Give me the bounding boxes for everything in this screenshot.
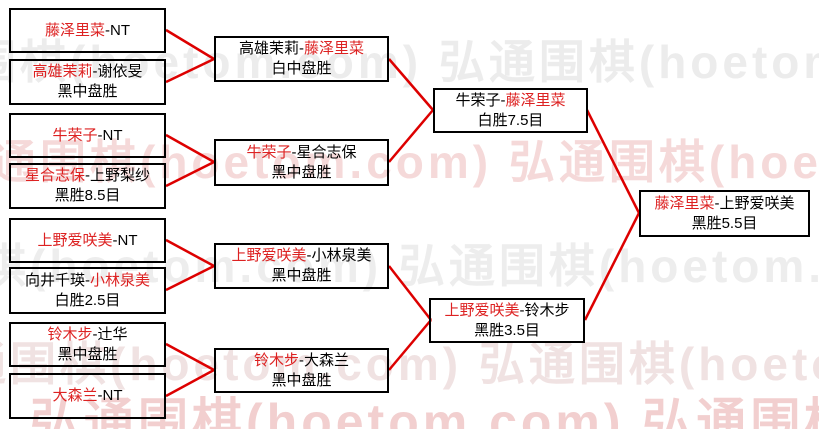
match-players: 上野爱咲美-NT bbox=[37, 231, 137, 251]
watermark-text: 弘通围棋(hoetom.com) 弘通围棋(hoetom.com) bbox=[0, 240, 819, 292]
match-box-semifinal-1: 牛荣子-藤泽里菜 白胜7.5目 bbox=[433, 88, 588, 133]
player2-name: 上野爱咲美 bbox=[719, 194, 795, 212]
watermark-text: 弘通围棋(hoetom.com) 弘通围棋(hoetom.com) bbox=[0, 36, 819, 88]
match-result: 黑中盘胜 bbox=[271, 371, 332, 389]
match-players: 牛荣子-星合志保 bbox=[246, 143, 356, 163]
match-result: 黑中盘胜 bbox=[57, 345, 118, 363]
match-players: 牛荣子-藤泽里菜 bbox=[455, 91, 565, 111]
match-box-round1-7: 铃木步-辻华 黑中盘胜 bbox=[9, 322, 166, 367]
match-result: 黑胜5.5目 bbox=[691, 214, 758, 232]
match-result: 白中盘胜 bbox=[271, 60, 332, 77]
player1-name: 星合志保 bbox=[24, 167, 85, 184]
match-box-final: 藤泽里菜-上野爱咲美 黑胜5.5目 bbox=[639, 190, 810, 237]
player1-name: 藤泽里菜 bbox=[44, 21, 105, 39]
vs-separator: - bbox=[714, 194, 720, 212]
match-players: 藤泽里菜-上野爱咲美 bbox=[654, 194, 794, 214]
player2-name: NT bbox=[102, 387, 123, 404]
vs-separator: - bbox=[112, 231, 118, 249]
match-result: 白胜2.5目 bbox=[54, 291, 121, 309]
match-box-round2-3: 上野爱咲美-小林泉美 黑中盘胜 bbox=[214, 243, 389, 289]
player1-name: 向井千瑛 bbox=[24, 271, 85, 289]
player1-name: 牛荣子 bbox=[455, 91, 501, 109]
player1-name: 上野爱咲美 bbox=[231, 247, 307, 264]
match-box-round1-6: 向井千瑛-小林泉美 白胜2.5目 bbox=[9, 267, 166, 314]
watermark-text: 弘通围棋(hoetom.com) 弘通围棋(hoetom.com) bbox=[30, 394, 819, 429]
vs-separator: - bbox=[105, 21, 110, 39]
player2-name: 上野梨纱 bbox=[90, 167, 151, 184]
match-box-round2-2: 牛荣子-星合志保 黑中盘胜 bbox=[214, 139, 389, 186]
player1-name: 牛荣子 bbox=[246, 143, 292, 161]
match-players: 铃木步-辻华 bbox=[47, 325, 127, 345]
vs-separator: - bbox=[519, 301, 525, 319]
player2-name: 小林泉美 bbox=[311, 247, 372, 264]
vs-separator: - bbox=[299, 40, 304, 57]
vs-separator: - bbox=[97, 387, 103, 404]
player1-name: 藤泽里菜 bbox=[654, 194, 715, 212]
match-players: 上野爱咲美-小林泉美 bbox=[231, 246, 371, 266]
watermark-text: 弘通围棋(hoetom.com) 弘通围棋(hoetom.com) bbox=[0, 136, 819, 188]
player1-name: 大森兰 bbox=[52, 387, 98, 404]
vs-separator: - bbox=[85, 167, 90, 184]
match-box-round1-8: 大森兰-NT bbox=[9, 373, 166, 419]
player1-name: 铃木步 bbox=[253, 351, 299, 369]
match-result: 黑中盘胜 bbox=[271, 267, 332, 284]
match-box-round1-3: 牛荣子-NT bbox=[9, 113, 166, 158]
match-players: 星合志保-上野梨纱 bbox=[25, 166, 150, 186]
match-players: 高雄茉莉-谢依旻 bbox=[32, 62, 142, 82]
player1-name: 高雄茉莉 bbox=[32, 63, 93, 80]
match-box-semifinal-2: 上野爱咲美-铃木步 黑胜3.5目 bbox=[429, 298, 585, 343]
match-box-round1-5: 上野爱咲美-NT bbox=[9, 218, 166, 263]
match-box-round1-4: 星合志保-上野梨纱 黑胜8.5目 bbox=[9, 163, 166, 209]
player2-name: 谢依旻 bbox=[97, 63, 143, 80]
match-box-round1-2: 高雄茉莉-谢依旻 黑中盘胜 bbox=[9, 59, 166, 105]
vs-separator: - bbox=[92, 325, 98, 343]
player1-name: 高雄茉莉 bbox=[238, 40, 299, 57]
match-result: 黑胜8.5目 bbox=[54, 187, 121, 204]
match-players: 上野爱咲美-铃木步 bbox=[444, 301, 569, 321]
match-players: 藤泽里菜-NT bbox=[45, 21, 130, 41]
player2-name: 铃木步 bbox=[524, 301, 570, 319]
vs-separator: - bbox=[500, 91, 506, 109]
vs-separator: - bbox=[306, 247, 312, 264]
player2-name: NT bbox=[117, 231, 138, 249]
match-players: 铃木步-大森兰 bbox=[254, 351, 349, 371]
match-players: 向井千瑛-小林泉美 bbox=[25, 271, 150, 291]
match-players: 大森兰-NT bbox=[52, 386, 122, 406]
match-box-round2-1: 高雄茉莉-藤泽里菜 白中盘胜 bbox=[214, 36, 389, 82]
player2-name: 大森兰 bbox=[304, 351, 350, 369]
player1-name: 铃木步 bbox=[47, 325, 93, 343]
match-players: 牛荣子-NT bbox=[52, 126, 122, 146]
player1-name: 上野爱咲美 bbox=[37, 231, 113, 249]
player2-name: 小林泉美 bbox=[90, 271, 151, 289]
player1-name: 上野爱咲美 bbox=[444, 301, 520, 319]
match-box-round2-4: 铃木步-大森兰 黑中盘胜 bbox=[214, 348, 389, 393]
match-box-round1-1: 藤泽里菜-NT bbox=[9, 8, 166, 53]
player2-name: 星合志保 bbox=[296, 143, 357, 161]
match-players: 高雄茉莉-藤泽里菜 bbox=[239, 39, 364, 59]
vs-separator: - bbox=[291, 143, 297, 161]
vs-separator: - bbox=[85, 271, 90, 289]
player2-name: 藤泽里菜 bbox=[304, 40, 365, 57]
vs-separator: - bbox=[92, 63, 98, 80]
player2-name: 辻华 bbox=[97, 325, 128, 343]
vs-separator: - bbox=[299, 351, 304, 369]
match-result: 黑中盘胜 bbox=[271, 163, 332, 181]
player2-name: NT bbox=[110, 21, 130, 39]
match-result: 黑中盘胜 bbox=[57, 83, 118, 100]
player1-name: 牛荣子 bbox=[52, 126, 98, 144]
player2-name: 藤泽里菜 bbox=[505, 91, 566, 109]
match-result: 白胜7.5目 bbox=[477, 111, 544, 129]
player2-name: NT bbox=[102, 126, 123, 144]
vs-separator: - bbox=[97, 126, 103, 144]
match-result: 黑胜3.5目 bbox=[474, 321, 540, 339]
